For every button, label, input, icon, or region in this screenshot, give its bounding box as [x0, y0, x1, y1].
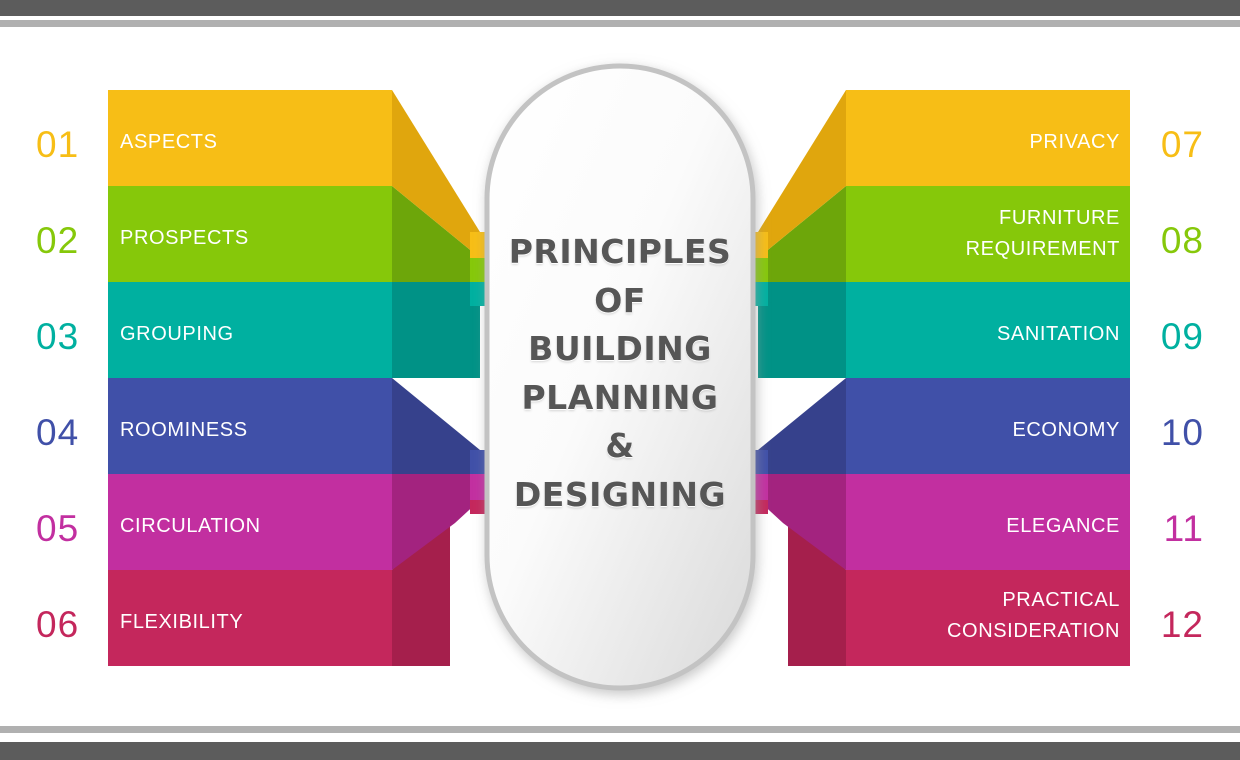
right-bars-group: [754, 90, 1130, 666]
bottom-dark-band: [0, 742, 1240, 760]
left-bar-01[interactable]: [108, 90, 480, 258]
item-label-06: Flexibility: [120, 603, 244, 635]
left-bar-06[interactable]: [108, 495, 470, 666]
left-bar-03[interactable]: [108, 282, 480, 378]
top-dark-band: [0, 0, 1240, 16]
center-capsule[interactable]: [484, 63, 756, 691]
right-tip-07: [754, 232, 768, 258]
item-number-01: 01: [36, 124, 80, 165]
item-label-09: Sanitation: [996, 315, 1120, 347]
item-number-09: 09: [1160, 316, 1204, 357]
right-bar-11[interactable]: [758, 474, 1130, 570]
right-tip-11: [754, 474, 768, 500]
item-number-04: 04: [36, 412, 80, 453]
right-tip-08: [754, 258, 768, 282]
right-bar-07[interactable]: [758, 90, 1130, 258]
item-number-03: 03: [36, 316, 80, 357]
item-number-06: 06: [36, 604, 80, 645]
item-number-10: 10: [1160, 412, 1204, 453]
item-label-02: Prospects: [120, 219, 249, 251]
left-bar-04[interactable]: [108, 378, 480, 474]
left-tip-04: [470, 450, 486, 474]
right-tip-09: [754, 282, 768, 306]
item-label-05: Circulation: [120, 507, 261, 539]
right-bar-10[interactable]: [758, 378, 1130, 474]
item-label-07: Privacy: [1029, 123, 1120, 155]
item-label-10: Economy: [1012, 411, 1120, 443]
item-number-12: 12: [1160, 604, 1204, 645]
item-label-03: Grouping: [120, 315, 234, 347]
right-bar-12[interactable]: [788, 512, 1130, 666]
left-tip-05: [470, 474, 486, 500]
left-tip-02: [470, 258, 486, 282]
left-tip-06: [470, 500, 486, 514]
item-number-07: 07: [1160, 124, 1204, 165]
item-number-08: 08: [1160, 220, 1204, 261]
right-tip-12: [754, 500, 768, 514]
item-number-11: 11: [1163, 508, 1204, 549]
left-tip-03: [470, 282, 486, 306]
left-bar-02[interactable]: [108, 186, 480, 282]
item-label-08: Furniture Requirement: [965, 199, 1120, 263]
bottom-light-rule: [0, 726, 1240, 733]
item-label-12: Practical Consideration: [947, 581, 1120, 645]
left-tip-01: [470, 232, 486, 258]
top-light-rule: [0, 20, 1240, 27]
item-label-11: Elegance: [1006, 507, 1120, 539]
left-bars-group: [108, 90, 486, 666]
item-number-05: 05: [36, 508, 80, 549]
item-number-02: 02: [36, 220, 80, 261]
right-bar-08[interactable]: [758, 186, 1130, 282]
right-bar-09[interactable]: [758, 282, 1130, 378]
item-label-01: Aspects: [120, 123, 218, 155]
right-tip-10: [754, 450, 768, 474]
left-bar-05[interactable]: [108, 474, 480, 570]
center-title: PRINCIPLES OF BUILDING PLANNING & DESIGN…: [508, 232, 732, 514]
item-label-04: Roominess: [120, 411, 248, 443]
